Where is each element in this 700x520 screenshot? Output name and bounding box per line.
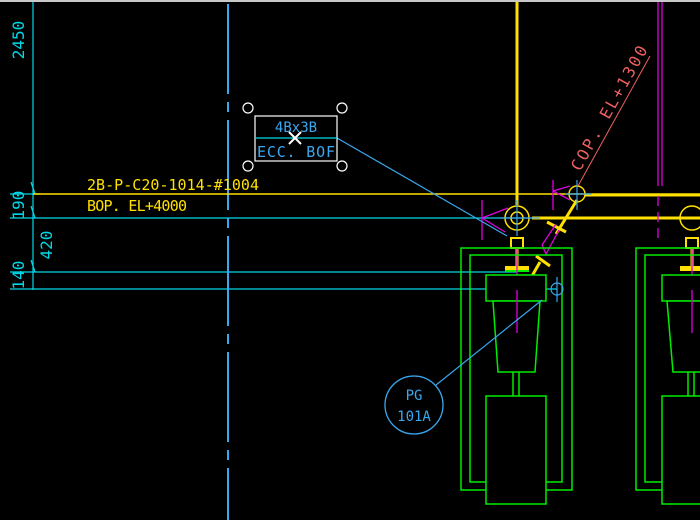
dimension-2450: 2450 — [9, 21, 28, 60]
dimension-190: 190 — [9, 191, 28, 220]
pump-outline-2 — [635, 247, 700, 505]
selection-cross-icon — [288, 131, 302, 145]
dimension-lines — [10, 2, 700, 290]
instrument-bubble[interactable]: PG 101A — [384, 375, 444, 435]
gauge-symbol — [500, 180, 592, 302]
instrument-number: 101A — [397, 409, 431, 425]
pump-outline-1 — [460, 247, 573, 505]
dimension-140: 140 — [9, 261, 28, 290]
pipe-line-number[interactable]: 2B-P-C20-1014-#1004 — [87, 176, 259, 194]
pipe-elevation[interactable]: BOP. EL+4000 — [87, 197, 187, 215]
grip-handles[interactable] — [242, 102, 348, 172]
reducer-tag[interactable]: 4Bx3B ECC. BOF — [242, 102, 348, 172]
reducer-size: 4Bx3B — [275, 120, 317, 136]
cop-elevation-label[interactable]: COP. EL+1300 — [567, 42, 651, 174]
instrument-type: PG — [406, 388, 423, 404]
pipe-lines — [33, 2, 700, 297]
reducer-type: ECC. BOF — [257, 143, 335, 161]
dimension-420: 420 — [37, 231, 56, 260]
reducer-leader — [336, 137, 508, 237]
bubble-leader — [435, 299, 543, 386]
cop-underline — [577, 55, 651, 187]
